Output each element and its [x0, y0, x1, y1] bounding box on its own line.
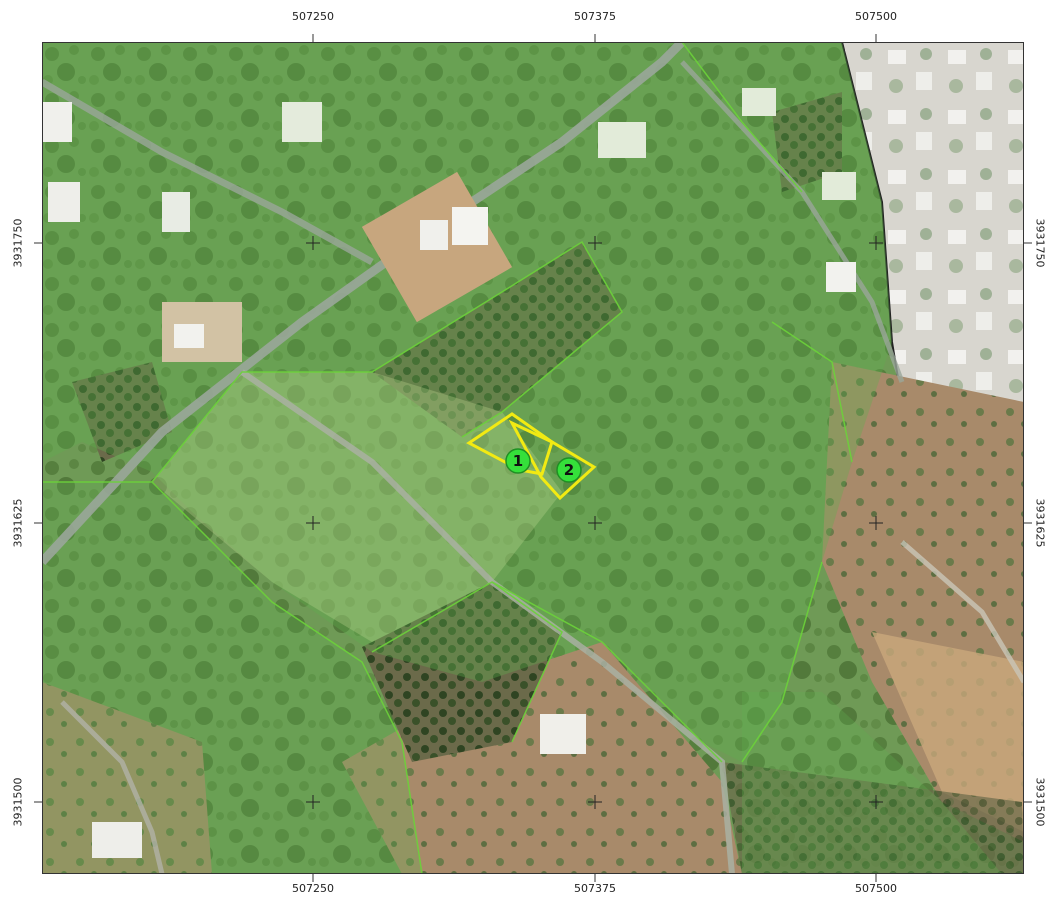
orchard-parcel-center — [372, 242, 622, 437]
orchard-parcel-north — [772, 92, 842, 192]
parcel-2-outline[interactable] — [508, 419, 597, 501]
x-tick-label-bottom-2: 507375 — [574, 882, 616, 895]
bare-soil-patch — [872, 632, 1024, 832]
orchard-parcel-west — [72, 362, 172, 462]
x-tick-label-top-1: 507250 — [292, 10, 334, 23]
road-southwest — [60, 700, 165, 874]
marker-1-label: 1 — [513, 452, 523, 470]
orchard-parcel-south — [362, 582, 562, 762]
field-overlay-southwest — [42, 482, 422, 874]
aerial-map[interactable]: 1 2 — [42, 42, 1024, 874]
marker-2-label: 2 — [564, 461, 574, 479]
secondary-road-northwest — [42, 78, 374, 266]
map-frame[interactable]: 1 2 — [42, 42, 1024, 874]
x-tick-label-top-2: 507375 — [574, 10, 616, 23]
field-overlay — [42, 42, 892, 762]
buildings — [42, 88, 856, 858]
meadow-zone — [152, 372, 562, 642]
x-tick-label-bottom-1: 507250 — [292, 882, 334, 895]
orchard-bottom-right — [722, 762, 1024, 874]
map-border — [42, 42, 1024, 874]
parcel-marker-2[interactable]: 2 — [556, 457, 582, 483]
parcel-marker-1[interactable]: 1 — [505, 448, 531, 474]
x-tick-label-top-3: 507500 — [855, 10, 897, 23]
bare-field-bottom — [342, 642, 742, 874]
road-east — [900, 540, 1024, 684]
x-tick-label-bottom-3: 507500 — [855, 882, 897, 895]
road-northeast — [680, 60, 905, 383]
parcel-boundaries — [42, 42, 853, 874]
urban-area — [842, 42, 1024, 450]
field-overlay-southeast — [742, 692, 1002, 874]
grid-crosses — [306, 236, 883, 809]
